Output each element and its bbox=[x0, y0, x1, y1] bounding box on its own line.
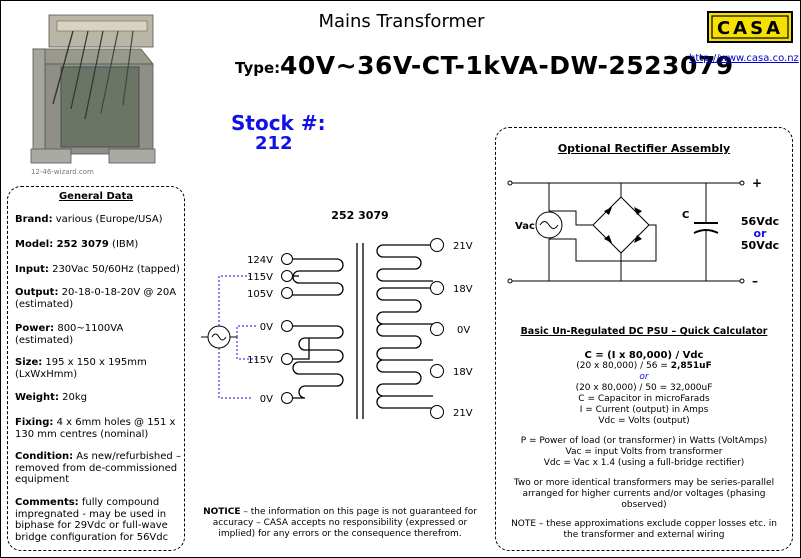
output-voltage-2: 50Vdc bbox=[741, 239, 779, 252]
power-field: Power: 800~1100VA (estimated) bbox=[15, 323, 181, 346]
weight-label: Weight: bbox=[15, 392, 59, 403]
brand-field: Brand: various (Europe/USA) bbox=[15, 214, 181, 226]
rectifier-schematic: + – Vac C 56Vdc or bbox=[507, 176, 779, 288]
comments-label: Comments: bbox=[15, 497, 79, 508]
calculator-title: Basic Un-Regulated DC PSU – Quick Calcul… bbox=[520, 326, 768, 337]
example-2: (20 x 80,000) / 50 = 32,000uF bbox=[575, 383, 713, 393]
model-field: Model: 252 3079 (IBM) bbox=[15, 239, 181, 251]
page-title: Mains Transformer bbox=[318, 11, 485, 32]
copper-loss-note: NOTE – these approximations exclude copp… bbox=[511, 519, 777, 540]
primary-tap-label: 0V bbox=[260, 322, 273, 333]
type-value: 40V~36V-CT-1kVA-DW-2523079 bbox=[280, 51, 734, 80]
plus-terminal: + bbox=[752, 176, 762, 190]
fixing-field: Fixing: 4 x 6mm holes @ 151 x 130 mm cen… bbox=[15, 417, 181, 440]
condition-field: Condition: As new/refurbished – removed … bbox=[15, 451, 181, 486]
weight-value: 20kg bbox=[58, 392, 87, 403]
comments-value: fully compound impregnated - may be used… bbox=[15, 497, 169, 543]
brand-label: Brand: bbox=[15, 214, 53, 225]
example-1-text: (20 x 80,000) / 56 = bbox=[576, 361, 671, 371]
diagram-part-number: 252 3079 bbox=[331, 209, 388, 222]
size-label: Size: bbox=[15, 357, 43, 368]
website-link[interactable]: http://www.casa.co.nz bbox=[689, 53, 799, 64]
weight-field: Weight: 20kg bbox=[15, 392, 181, 404]
output-label: Output: bbox=[15, 287, 59, 298]
fixing-value: 4 x 6mm holes @ 151 x 130 mm centres (no… bbox=[15, 417, 176, 440]
input-label: Input: bbox=[15, 264, 49, 275]
model-value: 252 3079 bbox=[53, 239, 109, 250]
size-value: 195 x 150 x 195mm (LxWxHmm) bbox=[15, 357, 147, 380]
stock-number: 212 bbox=[255, 133, 293, 154]
secondary-tap-label: 21V bbox=[453, 241, 473, 252]
secondary-tap-label: 0V bbox=[457, 325, 470, 336]
model-label: Model: bbox=[15, 239, 54, 250]
power-value: 800~1100VA (estimated) bbox=[15, 323, 124, 346]
fixing-label: Fixing: bbox=[15, 417, 54, 428]
power-label: Power: bbox=[15, 323, 55, 334]
notice-disclaimer: NOTICE – the information on this page is… bbox=[195, 507, 485, 540]
primary-terminals bbox=[281, 253, 293, 404]
definition-vdc: Vdc = Volts (output) bbox=[598, 416, 690, 426]
brand-value: various (Europe/USA) bbox=[52, 214, 163, 225]
output-field: Output: 20-18-0-18-20V @ 20A (estimated) bbox=[15, 287, 181, 310]
primary-tap-label: 105V bbox=[247, 289, 273, 300]
notice-text: – the information on this page is not gu… bbox=[212, 507, 477, 539]
input-value: 230Vac 50/60Hz (tapped) bbox=[48, 264, 180, 275]
secondary-tap-label: 18V bbox=[453, 284, 473, 295]
definition-c: C = Capacitor in microFarads bbox=[578, 394, 710, 404]
vac-label: Vac bbox=[515, 221, 535, 232]
general-data-title: General Data bbox=[58, 191, 134, 202]
photo-caption: 12-46-wizard.com bbox=[31, 168, 94, 176]
transformer-wiring-diagram: 252 3079 124V 115V 105V 0V 115V 0V bbox=[201, 209, 473, 419]
minus-terminal: – bbox=[752, 274, 758, 288]
formula: C = (I x 80,000) / Vdc bbox=[584, 350, 704, 361]
primary-tap-label: 0V bbox=[260, 394, 273, 405]
calc-or: or bbox=[639, 372, 649, 382]
primary-tap-label: 115V bbox=[247, 272, 273, 283]
capacitor-label: C bbox=[682, 210, 689, 221]
primary-tap-label: 115V bbox=[247, 355, 273, 366]
definition-vac: Vac = input Volts from transformer bbox=[565, 447, 723, 457]
example-1-result: 2,851uF bbox=[670, 361, 712, 371]
example-1: (20 x 80,000) / 56 = 2,851uF bbox=[500, 361, 788, 372]
casa-logo: CASA bbox=[707, 11, 793, 43]
parallel-note: Two or more identical transformers may b… bbox=[513, 478, 775, 510]
stock-label: Stock #: bbox=[231, 111, 326, 135]
definition-i: I = Current (output) in Amps bbox=[579, 405, 709, 415]
condition-label: Condition: bbox=[15, 451, 74, 462]
transformer-photo bbox=[13, 9, 163, 179]
rectifier-title: Optional Rectifier Assembly bbox=[557, 142, 731, 155]
model-suffix: (IBM) bbox=[108, 239, 139, 250]
definition-p: P = Power of load (or transformer) in Wa… bbox=[520, 436, 768, 446]
secondary-tap-label: 18V bbox=[453, 367, 473, 378]
notice-bold: NOTICE bbox=[203, 507, 241, 517]
logo-text: CASA bbox=[717, 18, 783, 39]
rectifier-panel: Optional Rectifier Assembly + – Vac bbox=[495, 127, 793, 551]
output-value: 20-18-0-18-20V @ 20A (estimated) bbox=[15, 287, 177, 310]
size-field: Size: 195 x 150 x 195mm (LxWxHmm) bbox=[15, 357, 181, 380]
output-voltage-1: 56Vdc bbox=[741, 215, 779, 228]
secondary-tap-label: 21V bbox=[453, 408, 473, 419]
general-data-panel: General Data Brand: various (Europe/USA)… bbox=[7, 186, 185, 551]
output-or: or bbox=[754, 227, 768, 240]
type-label: Type: bbox=[235, 59, 281, 77]
primary-tap-label: 124V bbox=[247, 255, 273, 266]
comments-field: Comments: fully compound impregnated - m… bbox=[15, 497, 181, 543]
definition-vdc-bridge: Vdc = Vac x 1.4 (using a full-bridge rec… bbox=[543, 458, 745, 468]
input-field: Input: 230Vac 50/60Hz (tapped) bbox=[15, 264, 181, 276]
condition-value: As new/refurbished – removed from de-com… bbox=[15, 451, 181, 485]
secondary-terminals bbox=[430, 238, 444, 419]
